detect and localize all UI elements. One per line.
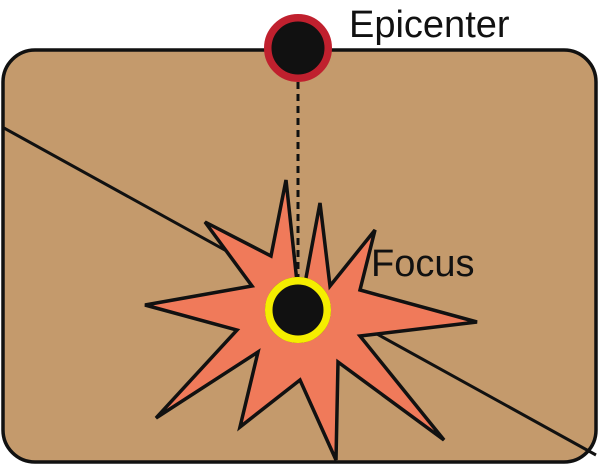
focus-marker-inner-outline — [272, 284, 324, 336]
epicenter-marker — [264, 14, 332, 82]
focus-marker — [265, 277, 331, 343]
epicenter-label: Epicenter — [349, 4, 510, 46]
focus-label: Focus — [371, 243, 474, 285]
focus-marker-outline — [265, 277, 331, 343]
epicenter-marker-inner-outline — [271, 21, 325, 75]
epicenter-marker-outline — [265, 15, 331, 81]
